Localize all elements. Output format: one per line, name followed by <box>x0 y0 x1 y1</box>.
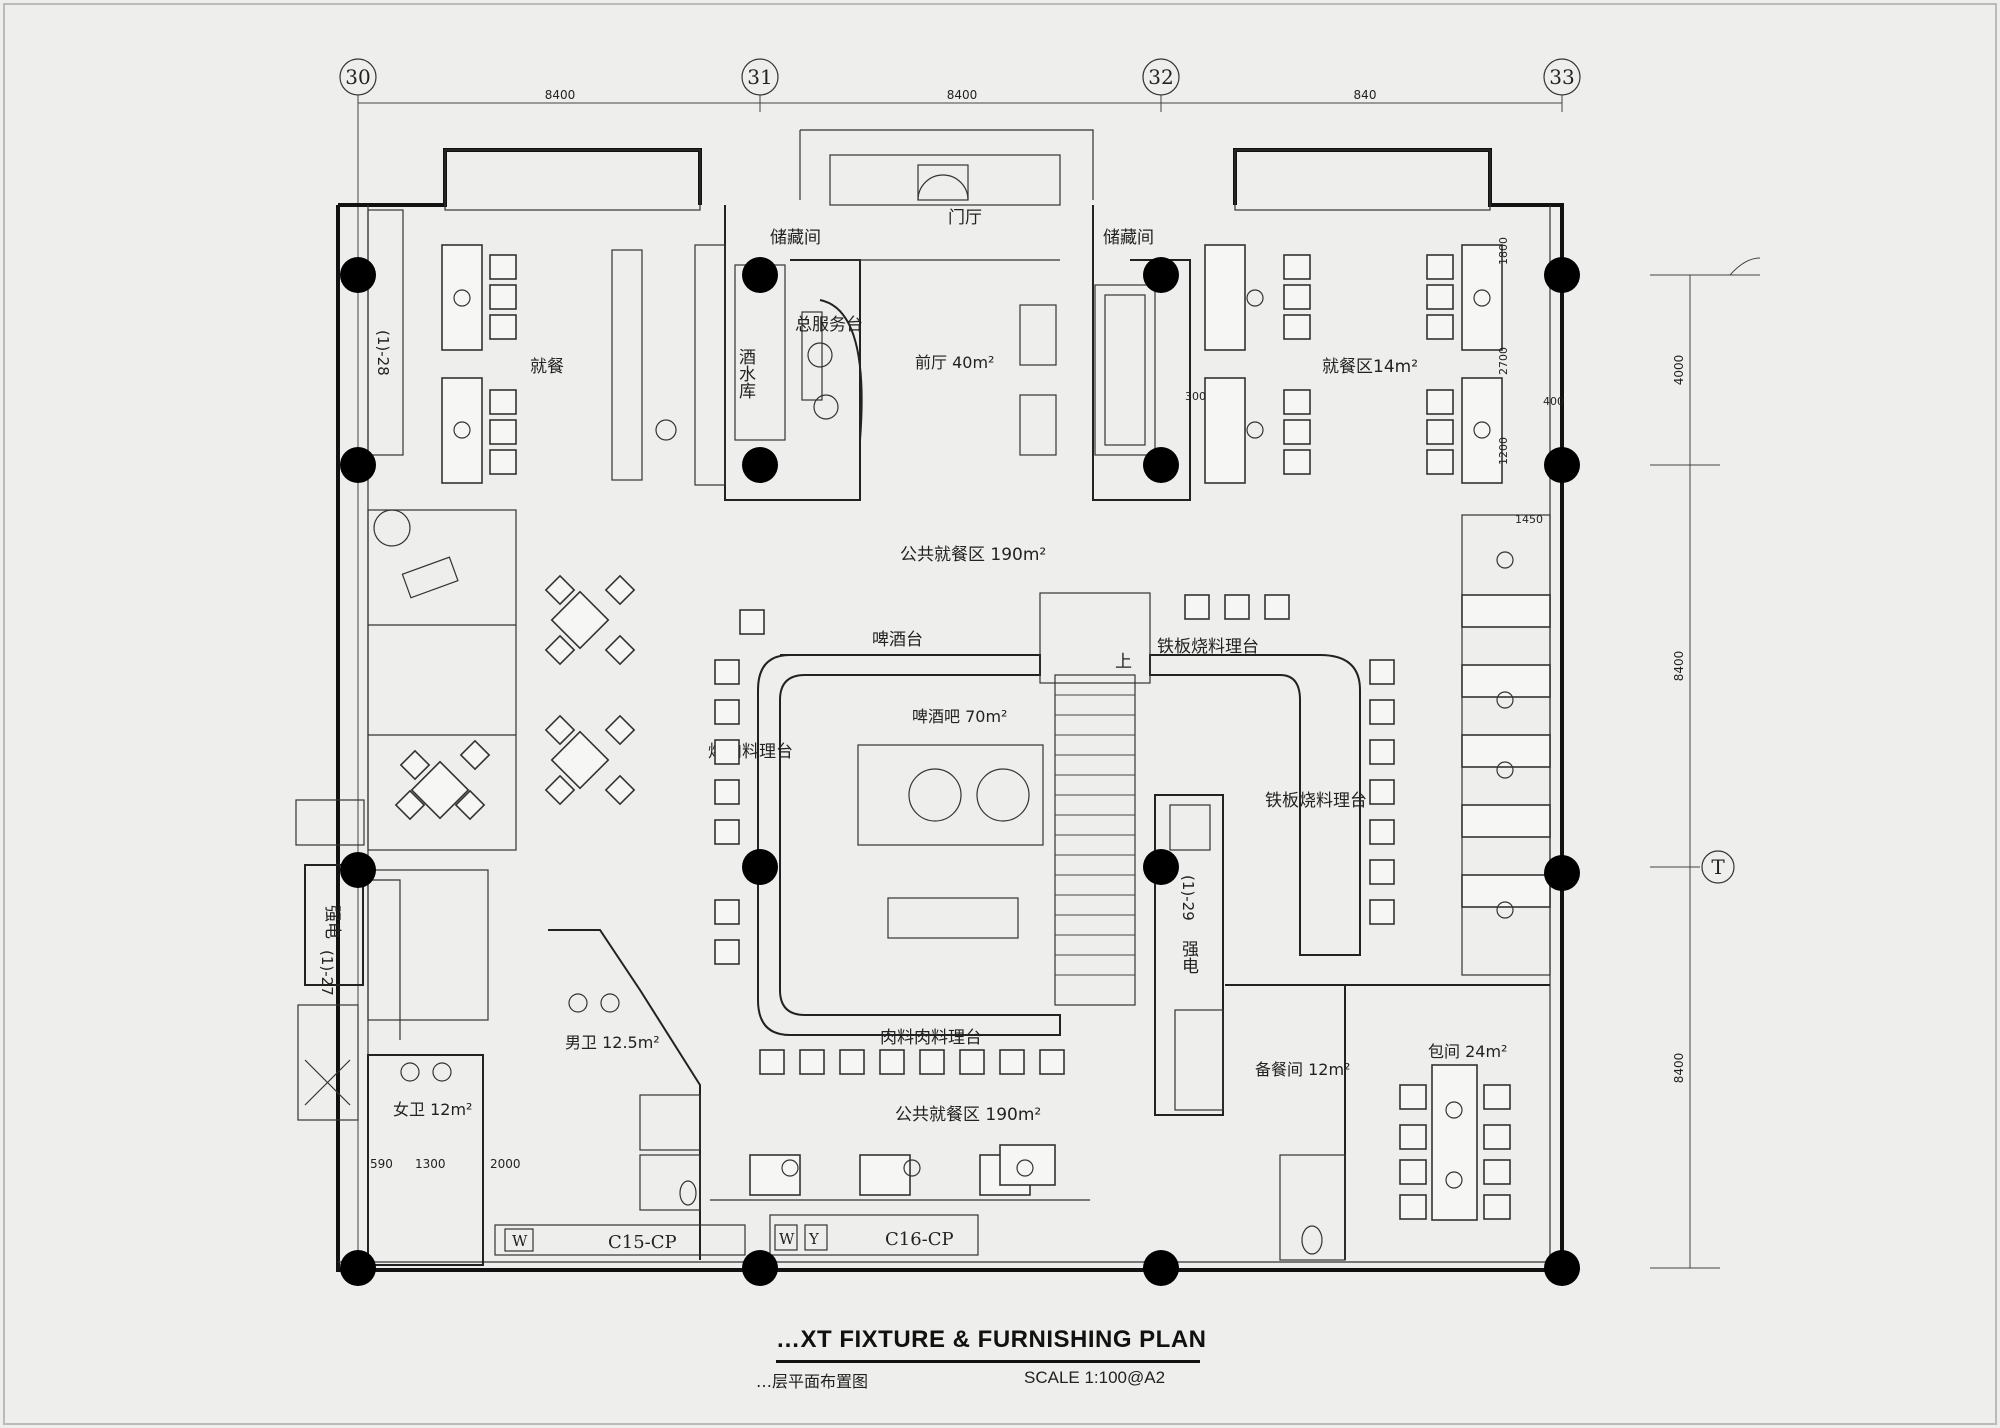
title-underline <box>776 1360 1200 1363</box>
top-dimension-line: 8400 8400 840 <box>357 88 1563 112</box>
shaft-left: (1)-27 强电 <box>295 799 401 1121</box>
axis-label-31: 31 <box>747 65 772 89</box>
dim-2000: 2000 <box>490 1157 521 1171</box>
dim-top-3: 840 <box>1354 88 1377 102</box>
top-rooms: 储藏间 门厅 储藏间 酒水库 总服务台 前厅 40m² <box>724 164 1191 501</box>
label-elec-right: 强电 <box>1178 940 1199 974</box>
central-bar: 上 啤酒台 啤酒吧 70m² 烤肉料理台 铁板烧料理台 铁板烧料理台 肉料肉料理… <box>708 592 1395 1125</box>
axis-label-30: 30 <box>345 65 370 89</box>
room-dining-right: 就餐区14m² <box>1322 357 1418 377</box>
drawing-scale: SCALE 1:100@A2 <box>1024 1368 1166 1387</box>
room-front-hall: 前厅 40m² <box>915 353 994 372</box>
title-block: …XT FIXTURE & FURNISHING PLAN …层平面布置图 SC… <box>700 1318 1220 1391</box>
label-beer-bar: 啤酒吧 70m² <box>912 707 1007 726</box>
room-public-dining-top: 公共就餐区 190m² <box>900 545 1046 565</box>
dim-right-2: 8400 <box>1672 651 1686 682</box>
axis-label-32: 32 <box>1148 65 1173 89</box>
grid-axis-T: T <box>1701 850 1735 884</box>
structural-columns <box>340 257 1580 1286</box>
bottom-booths <box>710 1144 1090 1201</box>
axis-label-33: 33 <box>1549 65 1574 89</box>
dim-590: 590 <box>370 1157 393 1171</box>
room-wine-store: 酒水库 <box>735 348 756 399</box>
grid-axis-32: 32 <box>1142 58 1180 96</box>
curtain-wall-c15: W C15-CP <box>494 1224 746 1256</box>
right-dimension-line: 4000 8400 8400 <box>1650 257 1761 1269</box>
room-dining-left: 就餐 <box>530 357 564 377</box>
axis-label-T: T <box>1711 855 1725 879</box>
label-meat-counter: 肉料肉料理台 <box>880 1028 982 1048</box>
left-lounge <box>367 509 636 851</box>
dim-1200: 1200 <box>1497 437 1510 465</box>
room-main-service: 总服务台 <box>795 315 863 335</box>
dim-400: 400 <box>1543 395 1564 408</box>
dim-2700: 2700 <box>1497 347 1510 375</box>
dim-right-3: 8400 <box>1672 1053 1686 1084</box>
room-private: 包间 24m² <box>1428 1042 1507 1061</box>
stair-up-label: 上 <box>1115 652 1132 672</box>
drawing-title: …XT FIXTURE & FURNISHING PLAN <box>776 1326 1207 1353</box>
drawing-subtitle-cn: …层平面布置图 <box>756 1372 869 1391</box>
label-teppan-top: 铁板烧料理台 <box>1157 637 1259 657</box>
room-female-wc: 女卫 12m² <box>393 1100 472 1119</box>
room-storage-right: 储藏间 <box>1103 228 1154 248</box>
grid-axis-33: 33 <box>1543 58 1581 96</box>
room-pantry: 备餐间 12m² <box>1255 1060 1350 1079</box>
shaft-top-tag: (1)-28 <box>374 330 392 376</box>
dining-right-top: 就餐区14m² 1800 2700 1200 400 300 1450 <box>1185 237 1564 526</box>
label-teppan-right: 铁板烧料理台 <box>1265 791 1367 811</box>
pantry-private: 备餐间 12m² 包间 24m² <box>1225 984 1550 1261</box>
room-male-wc: 男卫 12.5m² <box>565 1033 660 1052</box>
label-c15: C15-CP <box>608 1232 677 1253</box>
label-w1: W <box>512 1232 528 1250</box>
dim-1300: 1300 <box>415 1157 446 1171</box>
room-storage-left: 储藏间 <box>770 228 821 248</box>
label-y1: Y <box>808 1230 820 1248</box>
label-w2: W <box>779 1230 795 1248</box>
label-elec-left: 强电 <box>322 905 342 939</box>
shaft-right: (1)-29 强电 <box>1154 794 1224 1116</box>
dim-1450: 1450 <box>1515 513 1543 526</box>
dim-top-1: 8400 <box>545 88 576 102</box>
right-booths <box>1461 514 1551 976</box>
dim-300: 300 <box>1185 390 1206 403</box>
curtain-wall-c16: W Y C16-CP <box>769 1214 979 1256</box>
dim-top-2: 8400 <box>947 88 978 102</box>
shaft-right-tag: (1)-29 <box>1179 875 1197 921</box>
shaft-left-tag: (1)-27 <box>318 950 336 996</box>
label-beer-counter: 啤酒台 <box>872 630 923 650</box>
grid-axis-31: 31 <box>741 58 779 96</box>
label-c16: C16-CP <box>885 1229 954 1250</box>
dim-right-1: 4000 <box>1672 355 1686 386</box>
dim-1800: 1800 <box>1497 237 1510 265</box>
room-public-dining-bottom: 公共就餐区 190m² <box>895 1105 1041 1125</box>
dining-left-top: (1)-28 就餐 <box>367 209 726 486</box>
washrooms: 女卫 12m² 男卫 12.5m² 590 1300 2000 <box>367 869 701 1266</box>
room-lobby: 门厅 <box>948 208 982 228</box>
